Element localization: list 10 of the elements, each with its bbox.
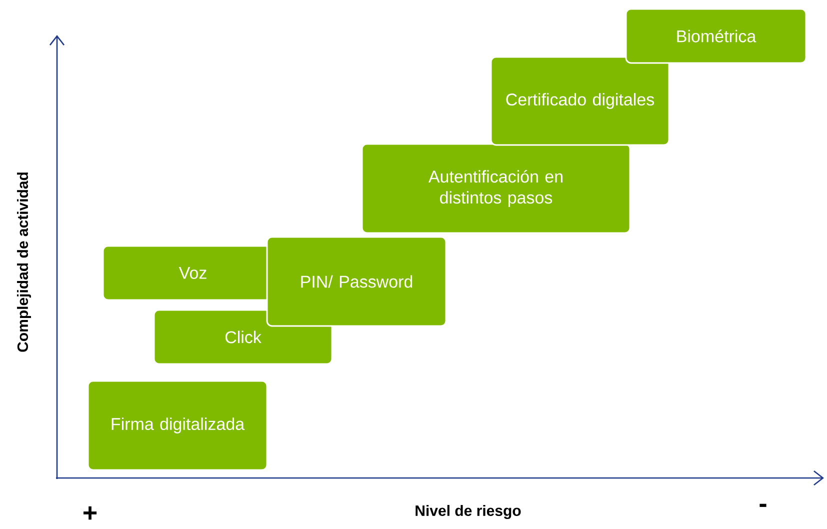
axis-label: Nivel de riesgo xyxy=(416,504,521,520)
minus-sign: - xyxy=(760,504,766,507)
process-box: Biométrica xyxy=(625,8,807,64)
plus-sign: + xyxy=(84,506,97,520)
process-box: Voz xyxy=(102,245,284,301)
axis-label: Complejidad de actividad xyxy=(17,172,31,352)
process-box: Firma digitalizada xyxy=(87,380,268,471)
process-box: Autentificación en distintos pasos xyxy=(361,143,631,234)
process-box: Certificado digitales xyxy=(490,56,670,146)
process-box: PIN/ Password xyxy=(266,236,447,327)
